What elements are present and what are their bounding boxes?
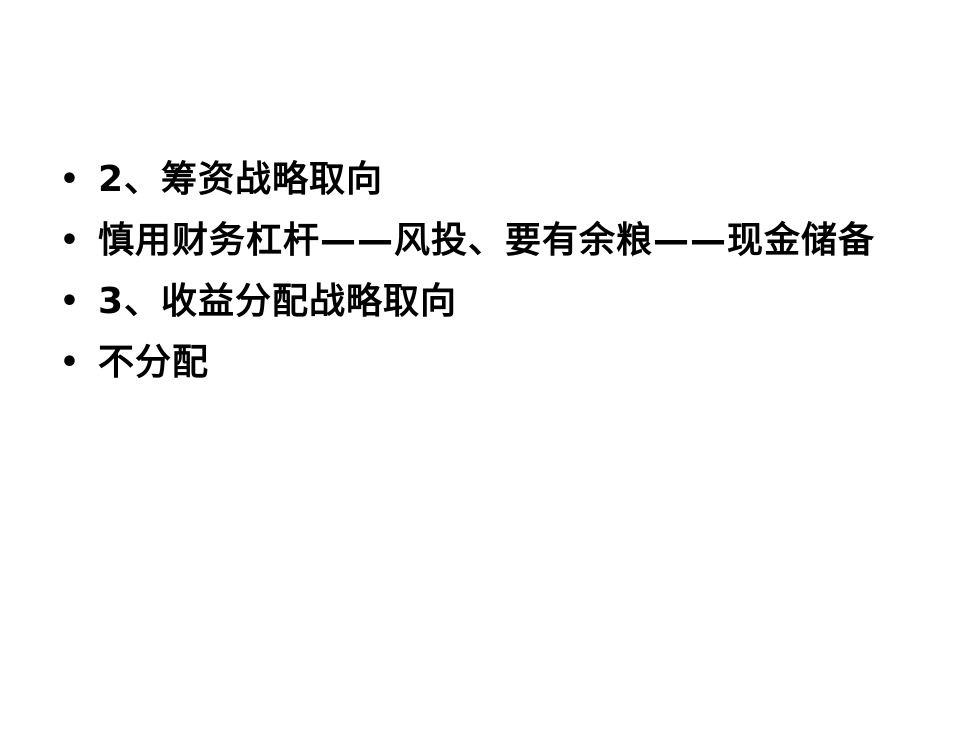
list-item: • 慎用财务杠杆——风投、要有余粮——现金储备 (58, 213, 918, 269)
bullet-text: 3、收益分配战略取向 (98, 281, 458, 322)
list-item: • 不分配 (58, 335, 918, 391)
bullet-icon: • (59, 162, 81, 197)
bullet-icon: • (59, 223, 81, 258)
list-item: • 3、收益分配战略取向 (58, 274, 918, 330)
bullet-text: 不分配 (98, 342, 210, 383)
bullet-list: • 2、筹资战略取向 • 慎用财务杠杆——风投、要有余粮——现金储备 • 3、收… (58, 152, 918, 396)
bullet-icon: • (59, 345, 81, 380)
bullet-icon: • (59, 284, 81, 319)
bullet-text: 慎用财务杠杆——风投、要有余粮——现金储备 (98, 220, 876, 261)
list-item: • 2、筹资战略取向 (58, 152, 918, 208)
bullet-text: 2、筹资战略取向 (98, 159, 384, 200)
